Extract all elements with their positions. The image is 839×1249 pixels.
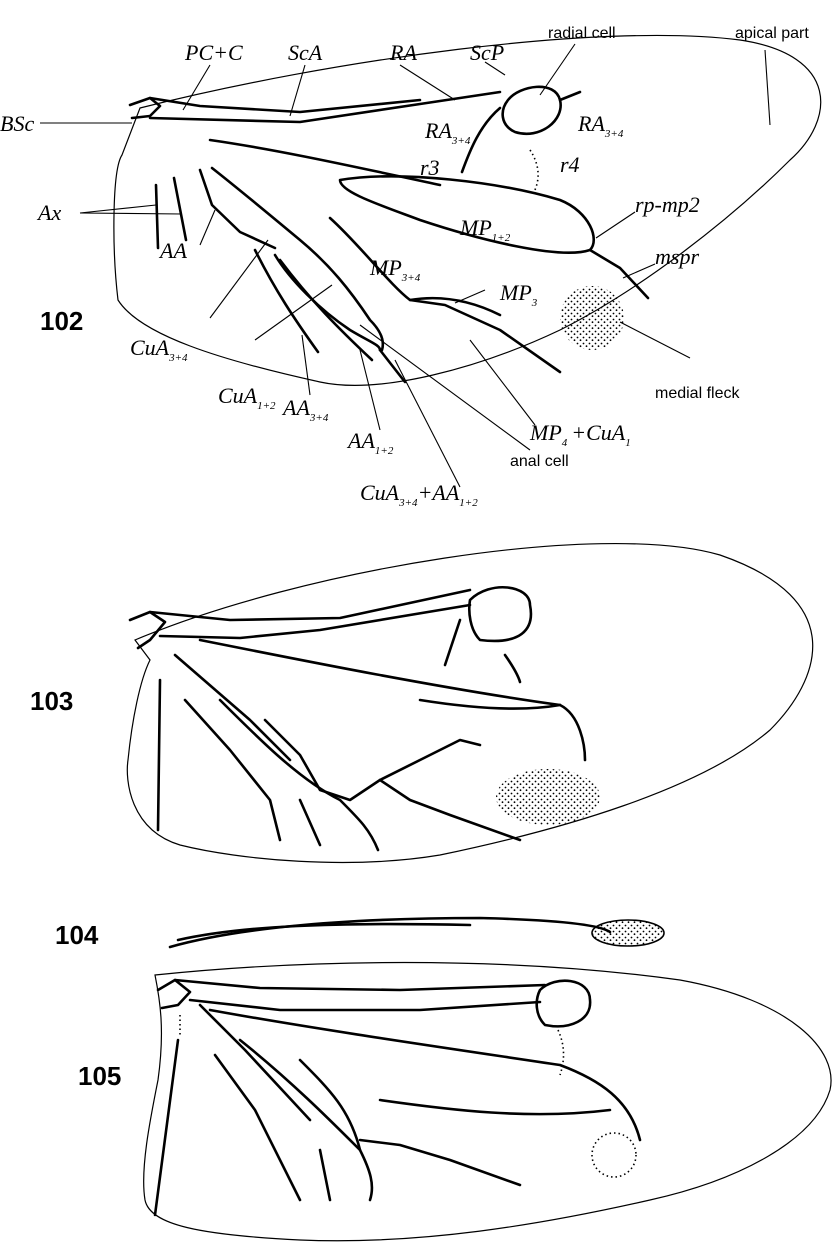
anal-cell bbox=[275, 255, 380, 350]
cua-lower bbox=[300, 800, 320, 845]
label-ax: Ax bbox=[36, 200, 61, 225]
ax-vein bbox=[158, 680, 160, 830]
costal-vein bbox=[160, 605, 470, 638]
ax-vein bbox=[174, 178, 186, 240]
upper-vein bbox=[210, 140, 440, 185]
mp12-vein bbox=[200, 640, 585, 760]
cua-cell bbox=[220, 700, 378, 850]
figure-102-wing: 102 PC+C ScA RA ScP radial cell apical p… bbox=[0, 25, 821, 509]
costal-vein bbox=[150, 590, 470, 620]
costal-vein bbox=[175, 980, 545, 990]
radial-cell bbox=[537, 981, 590, 1027]
figure-104-haltere: 104 bbox=[55, 918, 664, 950]
mp3-vein bbox=[410, 300, 560, 372]
label-bsc: BSc bbox=[0, 111, 34, 136]
r4-crossvein bbox=[530, 150, 538, 192]
label-cua34: CuA3+4 bbox=[130, 335, 188, 364]
label-anal-cell: anal cell bbox=[510, 453, 569, 470]
haltere-stem bbox=[178, 924, 470, 940]
aa-vein bbox=[200, 1005, 310, 1120]
haltere-stem bbox=[170, 918, 610, 947]
figure-number-102: 102 bbox=[40, 306, 83, 336]
label-cua12: CuA1+2 bbox=[218, 383, 276, 412]
label-mp12: MP1+2 bbox=[459, 215, 511, 244]
label-rp-mp2: rp-mp2 bbox=[635, 192, 700, 217]
label-cua34-aa12: CuA3+4+AA1+2 bbox=[360, 480, 478, 509]
mp-vein bbox=[360, 1140, 520, 1185]
radial-cell bbox=[503, 87, 561, 134]
ax-vein bbox=[156, 185, 158, 248]
label-ra34: RA3+4 bbox=[424, 118, 471, 147]
ra-vein bbox=[445, 620, 460, 665]
figure-number-103: 103 bbox=[30, 686, 73, 716]
figure-105-wing: 105 bbox=[78, 963, 831, 1241]
label-aa12: AA1+2 bbox=[346, 428, 394, 457]
rs-vein bbox=[560, 92, 580, 100]
label-mp34: MP3+4 bbox=[369, 255, 421, 284]
r4-stub bbox=[505, 655, 520, 682]
wing-outline bbox=[114, 35, 821, 385]
label-scp: ScP bbox=[470, 40, 504, 65]
label-aa: AA bbox=[158, 238, 187, 263]
figure-103-wing: 103 bbox=[30, 544, 813, 863]
label-mspr: mspr bbox=[655, 244, 699, 269]
label-ra34-right: RA3+4 bbox=[577, 111, 624, 140]
medial-fleck bbox=[560, 286, 624, 350]
haltere-knob bbox=[592, 920, 664, 946]
medial-fleck-outline bbox=[592, 1133, 636, 1177]
label-r3: r3 bbox=[420, 155, 440, 180]
mp12-vein bbox=[210, 1010, 640, 1140]
base-sclerite bbox=[130, 612, 165, 648]
base-sclerite bbox=[158, 980, 190, 1008]
label-ra: RA bbox=[389, 40, 417, 65]
aa34-vein bbox=[255, 250, 318, 352]
figure-number-105: 105 bbox=[78, 1061, 121, 1091]
label-aa34: AA3+4 bbox=[281, 395, 329, 424]
label-mp3: MP3 bbox=[499, 280, 538, 309]
label-mp4-cua1: MP4+CuA1 bbox=[529, 420, 631, 449]
aa-vein bbox=[215, 1055, 300, 1200]
aa12-vein bbox=[280, 260, 372, 360]
figure-number-104: 104 bbox=[55, 920, 99, 950]
label-medial-fleck: medial fleck bbox=[655, 385, 740, 402]
label-pc-c: PC+C bbox=[184, 40, 243, 65]
ax-vein bbox=[155, 1040, 178, 1215]
cell bbox=[300, 1060, 360, 1150]
label-apical-part: apical part bbox=[735, 25, 809, 42]
mp-lower bbox=[380, 1100, 610, 1114]
costal-vein bbox=[190, 1000, 540, 1010]
label-r4: r4 bbox=[560, 152, 580, 177]
cell bbox=[265, 720, 480, 800]
cua-lower bbox=[320, 1150, 330, 1200]
base-sclerite bbox=[130, 98, 160, 118]
label-radial-cell: radial cell bbox=[548, 25, 616, 42]
radial-cell bbox=[469, 587, 531, 641]
medial-fleck bbox=[496, 769, 600, 825]
label-sca: ScA bbox=[288, 40, 323, 65]
r4-crossvein bbox=[558, 1030, 564, 1075]
